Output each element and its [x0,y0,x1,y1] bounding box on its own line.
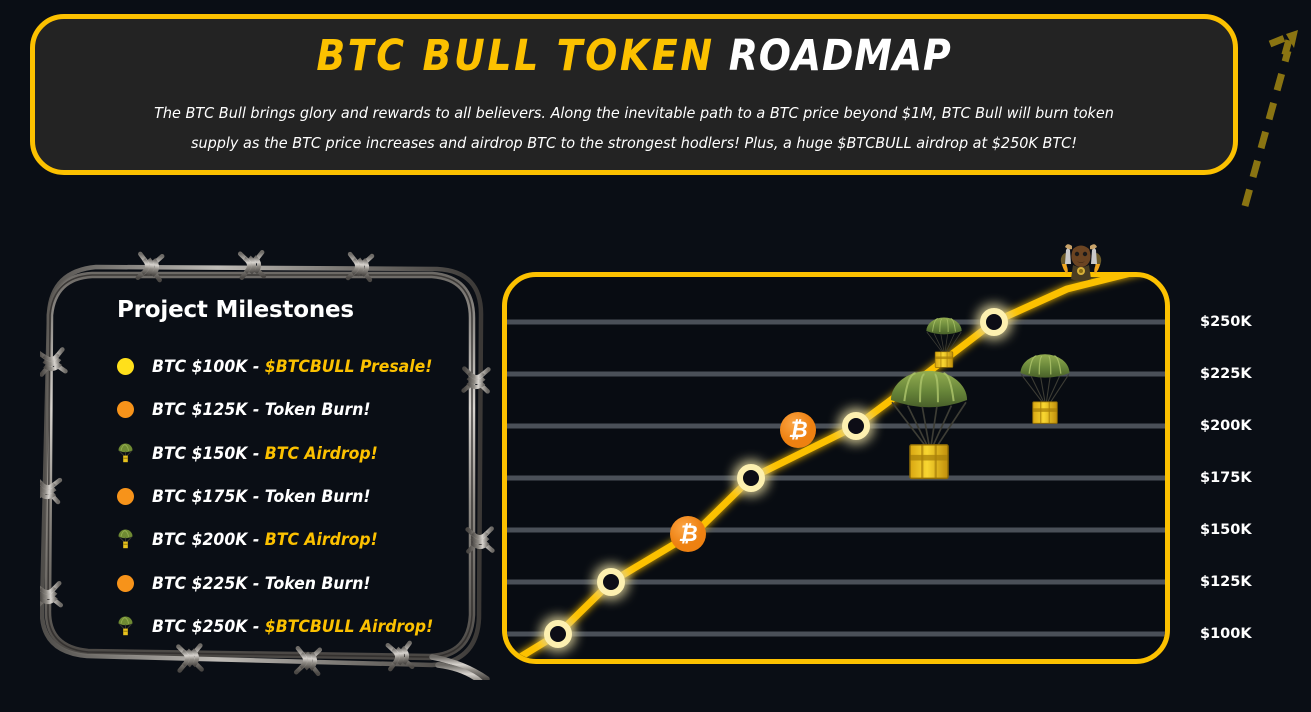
milestone-label: BTC $100K - [152,357,265,377]
data-point-marker [980,308,1008,336]
milestones-list: BTC $100K - $BTCBULL Presale! BTC $125K … [117,345,497,648]
milestone-label: BTC $225K - [152,573,265,593]
milestone-label: BTC $175K - [152,487,265,507]
milestone-highlight: BTC Airdrop! [264,443,378,463]
bullet-dot-orange-icon [117,401,134,419]
bullet-dot-orange-icon [117,574,134,592]
data-point-marker [842,412,870,440]
chart-markers [544,308,1008,648]
svg-text:₿: ₿ [678,522,697,547]
svg-text:₿: ₿ [788,418,807,443]
header-subtitle: The BTC Bull brings glory and rewards to… [154,104,1114,152]
milestone-highlight: Token Burn! [264,487,371,507]
milestones-block: Project Milestones BTC $100K - $BTCBULL … [40,240,500,680]
title-secondary: ROADMAP [728,31,952,81]
header-panel: BTC BULL TOKEN ROADMAP The BTC Bull brin… [30,14,1238,175]
rocket-bull-icon [1055,233,1107,285]
bitcoin-coin-icon: ₿ [670,516,706,552]
list-item[interactable]: BTC $150K - BTC Airdrop! [117,432,497,475]
parachute-icon [117,443,134,464]
milestone-label: BTC $125K - [152,400,265,420]
bitcoin-coin-icon: ₿ [780,412,816,448]
milestone-label: BTC $250K - [152,616,265,636]
milestones-heading: Project Milestones [117,297,354,323]
parachute-icon [117,616,134,637]
data-point-marker [544,620,572,648]
milestone-highlight: Token Burn! [264,400,371,420]
dashed-arrow-up-right-icon [1240,6,1310,256]
barbed-wire-frame-icon [40,240,500,680]
bullet-dot-orange-icon [117,488,134,506]
page-title: BTC BULL TOKEN ROADMAP [316,31,951,81]
data-point-marker [597,568,625,596]
parachute-crate-icon [1019,353,1071,425]
bullet-dot-yellow-icon [117,358,134,376]
axis-tick-label: $100K [1200,626,1252,642]
list-item[interactable]: BTC $225K - Token Burn! [117,561,497,604]
milestone-highlight: $BTCBULL Airdrop! [264,616,434,636]
axis-tick-label: $200K [1200,418,1252,434]
milestone-highlight: $BTCBULL Presale! [264,357,433,377]
milestone-label: BTC $150K - [152,443,265,463]
axis-tick-label: $150K [1200,522,1252,538]
list-item[interactable]: BTC $125K - Token Burn! [117,388,497,431]
chart-y-axis-labels: $250K $225K $200K $175K $150K $125K $100… [1200,272,1300,664]
title-primary: BTC BULL TOKEN [316,31,715,81]
parachute-crate-icon [925,317,963,368]
chart-gridlines [507,319,1165,637]
axis-tick-label: $250K [1200,314,1252,330]
parachute-icon [117,529,134,550]
roadmap-chart-panel: ₿ ₿ [502,272,1170,664]
axis-tick-label: $225K [1200,366,1252,382]
list-item[interactable]: BTC $200K - BTC Airdrop! [117,518,497,561]
axis-tick-label: $125K [1200,574,1252,590]
milestone-label: BTC $200K - [152,530,265,550]
milestone-highlight: BTC Airdrop! [264,530,378,550]
milestone-highlight: Token Burn! [264,573,371,593]
axis-tick-label: $175K [1200,470,1252,486]
data-point-marker [737,464,765,492]
list-item[interactable]: BTC $250K - $BTCBULL Airdrop! [117,605,497,648]
roadmap-chart: ₿ ₿ [507,277,1165,659]
chart-line [513,277,1130,659]
list-item[interactable]: BTC $100K - $BTCBULL Presale! [117,345,497,388]
list-item[interactable]: BTC $175K - Token Burn! [117,475,497,518]
